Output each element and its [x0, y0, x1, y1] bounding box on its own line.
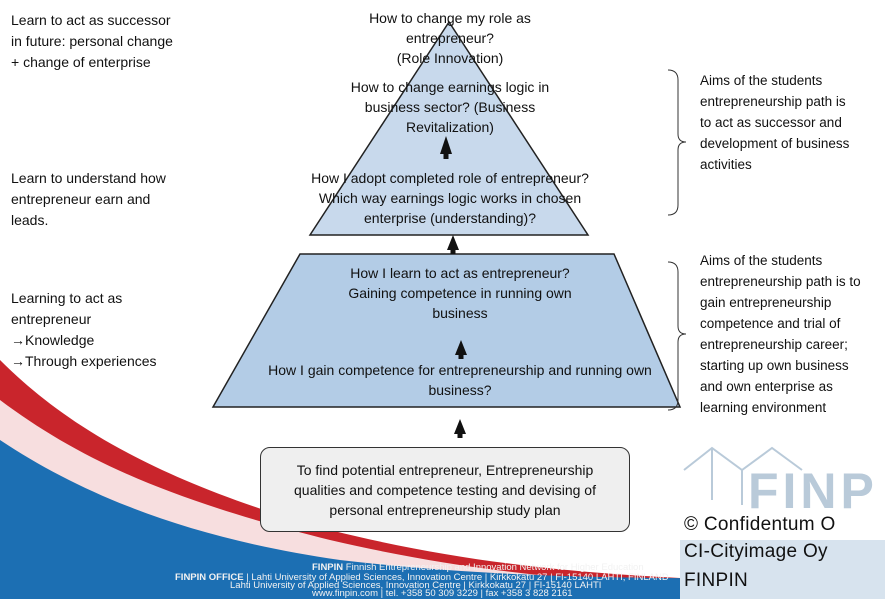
- left-note-understand: Learn to understand how entrepreneur ear…: [11, 170, 166, 228]
- footer-line-1: FINPIN OFFICE | Lahti University of Appl…: [175, 572, 669, 583]
- right-note-successor-aims: Aims of the students entrepreneurship pa…: [700, 73, 850, 172]
- footer-office-address: | Lahti University of Applied Sciences, …: [243, 572, 669, 583]
- arrow-up-icon: [447, 235, 459, 250]
- trapezoid-question-learn: How I learn to act as entrepreneur? Gain…: [348, 265, 572, 321]
- copyright-line-3: FINPIN: [684, 570, 749, 591]
- finpin-logo-text: FINP: [748, 463, 878, 519]
- footer-office-label: FINPIN OFFICE: [175, 572, 244, 583]
- arrow-up-icon: [455, 340, 467, 355]
- triangle-question-adopt: How I adopt completed role of entreprene…: [311, 170, 589, 226]
- top-triangle: [308, 20, 590, 236]
- copyright-line-2: CI-Cityimage Oy: [684, 541, 828, 562]
- triangle-question-earnings: How to change earnings logic in business…: [350, 79, 550, 135]
- right-brace-bottom: [667, 261, 687, 411]
- left-note-learning: Learning to act as entrepreneur →Knowled…: [11, 290, 157, 369]
- footer-line-3: Lahti University of Applied Sciences, In…: [230, 580, 602, 591]
- footer-line-4: www.finpin.com | tel. +358 50 309 3229 |…: [312, 588, 573, 599]
- study-plan-text: To find potential entrepreneur, Entrepre…: [294, 462, 596, 518]
- arrow-up-icon-stem: [457, 430, 463, 438]
- arrow-up-icon: [454, 419, 466, 434]
- left-note-successor: Learn to act as successor in future: per…: [11, 12, 173, 70]
- copyright-line-1: © Confidentum O: [684, 514, 836, 535]
- triangle-question-role: How to change my role as entrepreneur? (…: [369, 10, 531, 66]
- right-note-competence-aims: Aims of the students entrepreneurship pa…: [700, 253, 861, 415]
- arrow-up-icon: [440, 136, 452, 154]
- study-plan-box: To find potential entrepreneur, Entrepre…: [260, 447, 630, 532]
- footer-line-2: FINPIN Finnish Entrepreneurship and Inno…: [312, 562, 644, 573]
- light-blue-panel: [680, 540, 885, 599]
- footer-finpin-label: FINPIN: [312, 562, 344, 573]
- arrow-up-icon-stem: [450, 246, 456, 254]
- middle-trapezoid: [211, 253, 682, 408]
- right-brace-top: [667, 69, 687, 216]
- arrow-up-icon-stem: [443, 150, 449, 159]
- arrow-up-icon-stem: [458, 351, 464, 359]
- logo-outline-icon: [683, 446, 803, 505]
- trapezoid-question-competence: How I gain competence for entrepreneursh…: [268, 362, 652, 398]
- footer-network-text: Finnish Entrepreneurship and Innovation …: [343, 562, 644, 573]
- blue-footer-band: [0, 440, 885, 599]
